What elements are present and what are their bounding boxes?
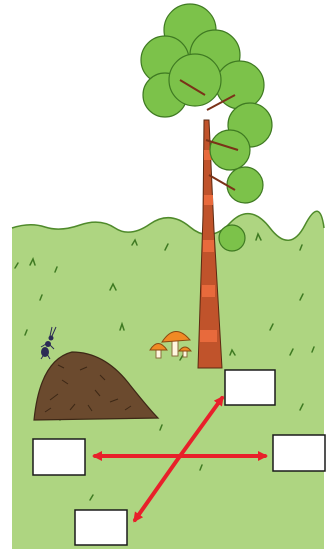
answer-box-east[interactable]: [273, 435, 325, 471]
answer-box-west[interactable]: [33, 439, 85, 475]
answer-box-south-west[interactable]: [75, 510, 127, 545]
answer-box-north-east[interactable]: [225, 370, 275, 405]
